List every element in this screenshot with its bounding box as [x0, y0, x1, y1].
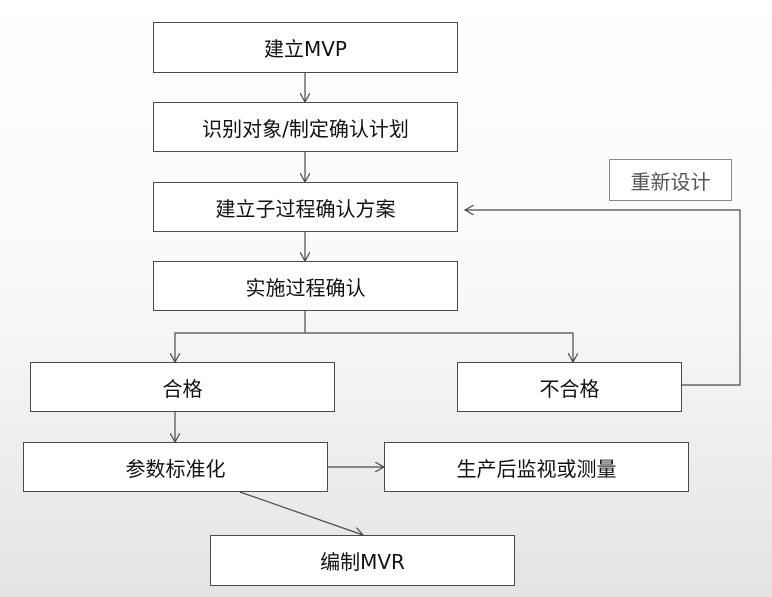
branch-to-fail: [305, 332, 573, 362]
arrow-standardize-to-mvr: [239, 491, 363, 535]
node-implement: 实施过程确认: [153, 261, 458, 311]
node-compile-mvr: 编制MVR: [210, 535, 515, 586]
node-monitor: 生产后监视或测量: [384, 442, 689, 492]
node-standardize: 参数标准化: [23, 442, 328, 492]
node-subprocess-scheme: 建立子过程确认方案: [153, 182, 458, 232]
branch-to-pass: [175, 311, 306, 362]
node-fail: 不合格: [457, 362, 682, 412]
node-pass: 合格: [30, 362, 335, 412]
node-identify-plan: 识别对象/制定确认计划: [153, 102, 458, 152]
node-establish-mvp: 建立MVP: [153, 22, 458, 73]
loop-fail-to-scheme: [465, 210, 741, 386]
redesign-label: 重新设计: [609, 159, 732, 201]
